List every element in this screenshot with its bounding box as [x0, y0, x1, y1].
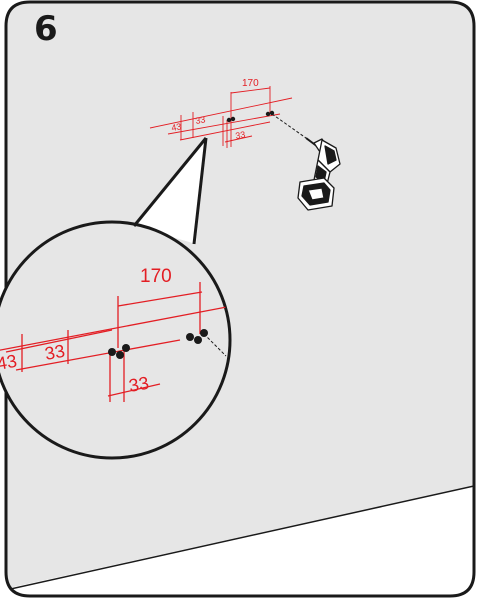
screw-hole-icon [194, 336, 202, 344]
dim-label-33-low: 33 [235, 129, 247, 141]
detail-dimensions: 170 43 33 33 [0, 266, 230, 402]
screw-hole-icon [122, 344, 130, 352]
dim-label-170: 170 [242, 78, 259, 89]
screw-hole-icon [226, 117, 232, 123]
step-number: 6 [34, 9, 58, 49]
drill-path [271, 113, 307, 139]
dim-label-33-low: 33 [127, 373, 150, 396]
screw-hole-icon [269, 110, 275, 116]
screw-hole-icon [186, 333, 194, 341]
dim-label-33-mid: 33 [195, 114, 207, 126]
screw-hole-icon [200, 329, 208, 337]
dim-label-43: 43 [171, 121, 183, 133]
overview-dimensions [149, 86, 293, 148]
screw-hole-icon [116, 351, 124, 359]
overview-labels: 170 43 33 33 [171, 78, 260, 141]
dim-label-43: 43 [0, 351, 18, 374]
power-drill-icon [297, 137, 341, 211]
screw-hole-icon [265, 111, 271, 117]
overview-screw-holes [226, 110, 275, 123]
dim-label-33-mid: 33 [43, 341, 66, 364]
screw-hole-icon [230, 116, 236, 122]
dim-label-170: 170 [140, 266, 172, 287]
floor [6, 486, 474, 596]
screw-hole-icon [108, 348, 116, 356]
panel-frame [4, 0, 476, 598]
